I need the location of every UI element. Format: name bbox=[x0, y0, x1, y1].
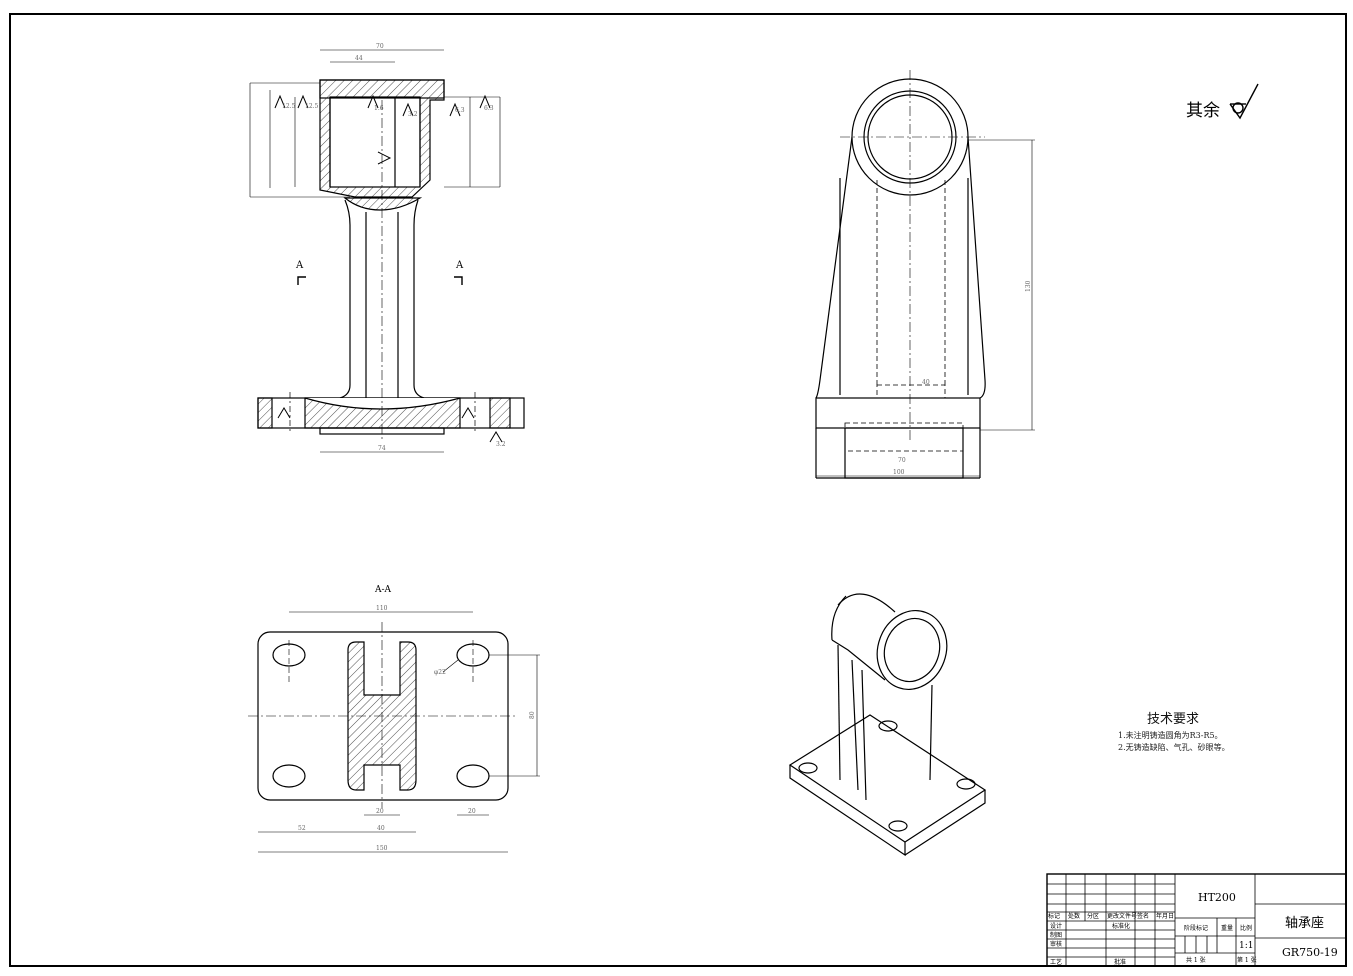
header-doc: 更改文件号 bbox=[1107, 912, 1137, 920]
right-height-dim: 130 bbox=[1025, 280, 1032, 292]
roughness-3: 1.6 bbox=[374, 105, 384, 112]
roughness-2: 12.5 bbox=[305, 103, 319, 110]
tech-title: 技术要求 bbox=[1146, 712, 1199, 727]
roughness-7: 3.2 bbox=[496, 441, 506, 448]
title-block bbox=[1046, 873, 1347, 967]
slot-small-dim: 20 bbox=[376, 808, 384, 815]
roughness-5: 6.3 bbox=[455, 107, 465, 114]
plate-width-dim: 110 bbox=[376, 605, 388, 612]
material-label: HT200 bbox=[1198, 891, 1236, 904]
top-inner-dim: 44 bbox=[355, 55, 363, 62]
total-sheets: 共 1 张 bbox=[1186, 956, 1206, 964]
roughness-other-label: 其余 bbox=[1186, 101, 1220, 121]
right-bot1-dim: 70 bbox=[898, 457, 906, 464]
right-base-dim: 100 bbox=[893, 469, 905, 476]
plate-total-dim: 150 bbox=[376, 845, 388, 852]
top-width-dim: 70 bbox=[376, 43, 384, 50]
header-date: 年月日 bbox=[1156, 912, 1174, 920]
stage-mark-label: 阶段标记 bbox=[1184, 924, 1208, 932]
sheet-number: 第 1 张 bbox=[1237, 956, 1257, 964]
row-draw: 制图 bbox=[1050, 931, 1062, 939]
outer-border bbox=[9, 13, 1347, 967]
section-label: A-A bbox=[374, 585, 392, 595]
roughness-symbols bbox=[274, 94, 503, 443]
header-count: 处数 bbox=[1068, 912, 1080, 920]
header-sign: 签名 bbox=[1137, 912, 1149, 920]
approve-label: 批准 bbox=[1114, 958, 1126, 966]
part-name: 轴承座 bbox=[1285, 916, 1324, 931]
hole-small-dim: 20 bbox=[468, 808, 476, 815]
drawing-number: GR750-19 bbox=[1282, 946, 1338, 959]
plate-left-dim: 52 bbox=[298, 825, 306, 832]
tech-line-1: 1.未注明铸造圆角为R3-R5。 bbox=[1118, 731, 1223, 740]
row-process: 工艺 bbox=[1050, 958, 1062, 966]
standardize-label: 标准化 bbox=[1112, 922, 1130, 930]
isometric-view bbox=[788, 593, 987, 857]
section-a-a-view bbox=[248, 611, 540, 853]
weight-label: 重量 bbox=[1221, 924, 1233, 932]
header-mark: 标记 bbox=[1048, 912, 1060, 920]
right-col-dim: 40 bbox=[922, 379, 930, 386]
side-height-dim: 80 bbox=[529, 711, 536, 719]
tech-requirements: 技术要求 1.未注明铸造圆角为R3-R5。 2.无铸造缺陷、气孔、砂眼等。 bbox=[1118, 708, 1318, 754]
bottom-width-dim: 74 bbox=[378, 445, 386, 452]
row-design: 设计 bbox=[1050, 922, 1062, 930]
roughness-6: 6.3 bbox=[484, 105, 494, 112]
tech-line-2: 2.无铸造缺陷、气孔、砂眼等。 bbox=[1118, 743, 1230, 752]
section-mark-left: A bbox=[295, 260, 304, 271]
ratio-label: 比例 bbox=[1240, 924, 1252, 932]
section-mark-right: A bbox=[455, 260, 464, 271]
roughness-4: 3.2 bbox=[408, 111, 418, 118]
hole-dia-dim: φ22 bbox=[434, 669, 446, 676]
slot-width-dim: 40 bbox=[377, 825, 385, 832]
roughness-other-symbol bbox=[1229, 83, 1259, 120]
row-review: 审核 bbox=[1050, 940, 1062, 948]
header-zone: 分区 bbox=[1087, 912, 1099, 920]
side-view bbox=[815, 70, 1035, 479]
roughness-1: 12.5 bbox=[282, 103, 296, 110]
scale-value: 1:1 bbox=[1239, 941, 1253, 951]
front-section-view bbox=[249, 49, 525, 453]
